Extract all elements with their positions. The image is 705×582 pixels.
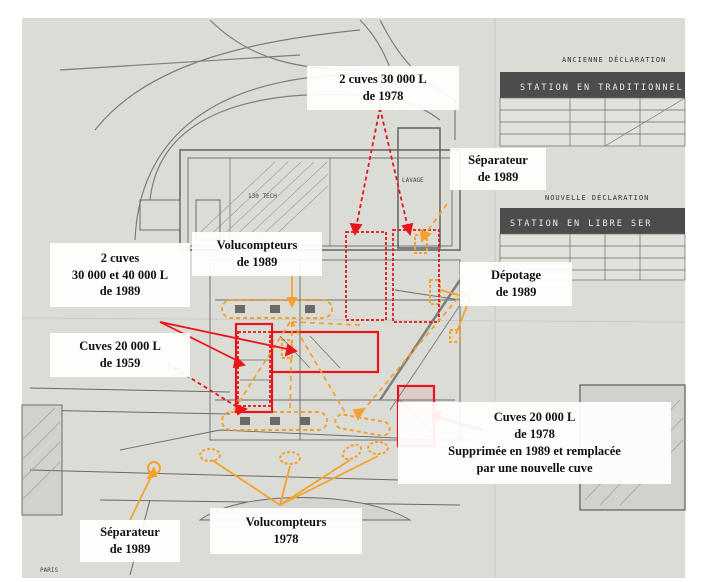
nouvelle-declaration-title: NOUVELLE DÉCLARATION: [545, 193, 649, 202]
label-cuves-2-1989: 2 cuves 30 000 et 40 000 L de 1989: [50, 243, 190, 307]
label-separateur-1989-bottom: Séparateur de 1989: [80, 520, 180, 562]
label-separateur-1989-top: Séparateur de 1989: [450, 148, 546, 190]
lavage-label: LAVAGE: [402, 177, 424, 184]
orange-arrows: [129, 203, 471, 521]
tech-label: 130 TECH: [248, 193, 277, 200]
ancienne-declaration-title: ANCIENNE DÉCLARATION: [562, 55, 666, 64]
table-nouvelle-heading: STATION EN LIBRE SER: [510, 219, 652, 229]
red-dashed-outlines: [237, 229, 440, 407]
table-nouvelle-header: [500, 208, 685, 234]
label-depotage-1989: Dépotage de 1989: [460, 262, 572, 306]
label-cuves-30000-1978: 2 cuves 30 000 L de 1978: [307, 66, 459, 110]
building-hatching: [191, 161, 329, 241]
dispensers: [235, 305, 315, 425]
table-ancienne-heading: STATION EN TRADITIONNEL: [520, 83, 684, 93]
label-cuves-20000-1978: Cuves 20 000 L de 1978 Supprimée en 1989…: [398, 402, 671, 484]
label-volucompteurs-1989: Volucompteurs de 1989: [192, 232, 322, 276]
label-volucompteurs-1978: Volucompteurs 1978: [210, 508, 362, 554]
table-diagonal: [604, 97, 686, 147]
table-ancienne-grid: [499, 97, 686, 147]
label-cuves-20000-1959: Cuves 20 000 L de 1959: [50, 333, 190, 377]
table-ancienne-header: [500, 72, 685, 98]
left-hatching: [21, 407, 61, 501]
paris-label: PARIS: [40, 567, 58, 574]
